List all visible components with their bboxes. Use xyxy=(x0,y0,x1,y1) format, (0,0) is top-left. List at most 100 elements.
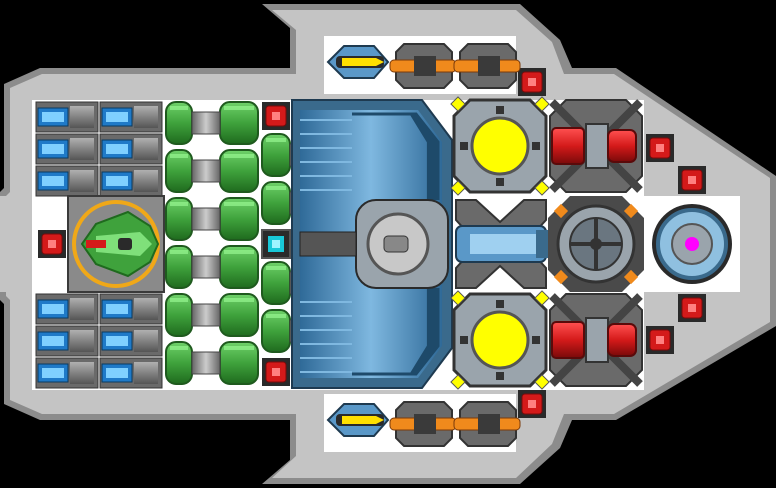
red-connector[interactable] xyxy=(262,358,290,386)
battery-cell[interactable] xyxy=(35,133,99,165)
shield-generator[interactable] xyxy=(652,202,732,286)
battery-charge xyxy=(42,304,64,314)
floor-nose-left xyxy=(0,196,32,292)
turret-bottom[interactable] xyxy=(549,293,643,387)
reactor-light xyxy=(450,290,466,306)
red-connector[interactable] xyxy=(38,230,66,258)
red-connector[interactable] xyxy=(518,68,546,96)
battery-terminal xyxy=(70,106,94,128)
battery-cell[interactable] xyxy=(35,325,99,357)
cannon-breech xyxy=(478,414,500,434)
battery-cell[interactable] xyxy=(99,133,163,165)
cannon[interactable] xyxy=(453,43,521,89)
tank-pipe xyxy=(191,255,221,279)
cannon[interactable] xyxy=(389,401,457,447)
green-tank-array xyxy=(165,101,357,385)
red-connector[interactable] xyxy=(518,390,546,418)
green-tank[interactable] xyxy=(219,293,259,337)
connector-center xyxy=(48,240,56,248)
engine-plate-line xyxy=(400,288,430,376)
cyan-connector[interactable] xyxy=(261,229,291,259)
battery-cell[interactable] xyxy=(99,101,163,133)
battery-charge xyxy=(106,336,128,346)
tank-highlight xyxy=(266,266,286,270)
green-tank[interactable] xyxy=(261,133,291,177)
cannon[interactable] xyxy=(389,43,457,89)
green-tank[interactable] xyxy=(219,197,259,241)
green-tank[interactable] xyxy=(261,181,291,225)
green-tank[interactable] xyxy=(165,149,193,193)
green-tank[interactable] xyxy=(219,149,259,193)
turret-mount xyxy=(585,123,609,169)
gyroscope[interactable] xyxy=(548,196,644,292)
connector-center xyxy=(688,176,696,184)
tank-pipe xyxy=(191,207,221,231)
battery-terminal xyxy=(134,298,158,320)
green-tank[interactable] xyxy=(219,101,259,145)
green-tank[interactable] xyxy=(219,245,259,289)
red-connector[interactable] xyxy=(646,326,674,354)
missile-icon xyxy=(342,416,384,424)
red-turret-icon xyxy=(551,127,585,165)
cannon[interactable] xyxy=(453,401,521,447)
red-connector[interactable] xyxy=(678,166,706,194)
battery-terminal xyxy=(134,170,158,192)
reactor-light xyxy=(450,96,466,112)
turret-barrel xyxy=(607,323,637,357)
yellow-reactor-icon xyxy=(470,310,530,370)
battery-cell[interactable] xyxy=(99,293,163,325)
tank-highlight xyxy=(266,314,286,318)
cockpit[interactable] xyxy=(67,195,165,293)
battery-charge xyxy=(42,144,64,154)
battery-cell[interactable] xyxy=(99,357,163,389)
connector-center xyxy=(688,304,696,312)
battery-charge xyxy=(42,336,64,346)
reactor-light xyxy=(534,180,550,196)
red-connector[interactable] xyxy=(678,294,706,322)
reactor-bolt xyxy=(532,142,540,150)
battery-terminal xyxy=(134,138,158,160)
weapon-strip-bottom xyxy=(326,401,521,447)
railgun[interactable] xyxy=(455,199,548,289)
battery-charge xyxy=(42,368,64,378)
green-tank[interactable] xyxy=(261,309,291,353)
tank-highlight xyxy=(224,298,254,302)
green-tank[interactable] xyxy=(219,341,259,385)
reactor-bolt xyxy=(460,336,468,344)
reactor-bolt xyxy=(532,336,540,344)
battery-cell[interactable] xyxy=(35,165,99,197)
reactor-bottom[interactable] xyxy=(450,290,550,390)
main-engine-block[interactable] xyxy=(291,99,453,389)
battery-cell[interactable] xyxy=(35,293,99,325)
reactor-bolt xyxy=(496,300,504,308)
reactor-bolt xyxy=(496,372,504,380)
missile-pod[interactable] xyxy=(326,45,390,79)
battery-terminal xyxy=(70,330,94,352)
green-tank[interactable] xyxy=(165,245,193,289)
missile-pod[interactable] xyxy=(326,403,390,437)
green-tank[interactable] xyxy=(261,261,291,305)
reactor-top[interactable] xyxy=(450,96,550,196)
battery-cell[interactable] xyxy=(99,325,163,357)
green-tank[interactable] xyxy=(165,293,193,337)
battery-charge xyxy=(106,144,128,154)
battery-charge xyxy=(42,112,64,122)
battery-cell[interactable] xyxy=(99,165,163,197)
red-connector[interactable] xyxy=(646,134,674,162)
connector-center xyxy=(656,144,664,152)
red-connector[interactable] xyxy=(262,102,290,130)
cannon-breech xyxy=(478,56,500,76)
cannon-breech xyxy=(414,56,436,76)
green-tank[interactable] xyxy=(165,341,193,385)
green-tank[interactable] xyxy=(165,197,193,241)
shield-core xyxy=(685,237,699,251)
battery-cell[interactable] xyxy=(35,357,99,389)
battery-cell[interactable] xyxy=(35,101,99,133)
turret-top[interactable] xyxy=(549,99,643,193)
tank-highlight xyxy=(170,106,188,110)
reactor-light xyxy=(534,374,550,390)
reactor-light xyxy=(450,374,466,390)
battery-terminal xyxy=(70,362,94,384)
green-tank[interactable] xyxy=(165,101,193,145)
battery-terminal xyxy=(134,106,158,128)
